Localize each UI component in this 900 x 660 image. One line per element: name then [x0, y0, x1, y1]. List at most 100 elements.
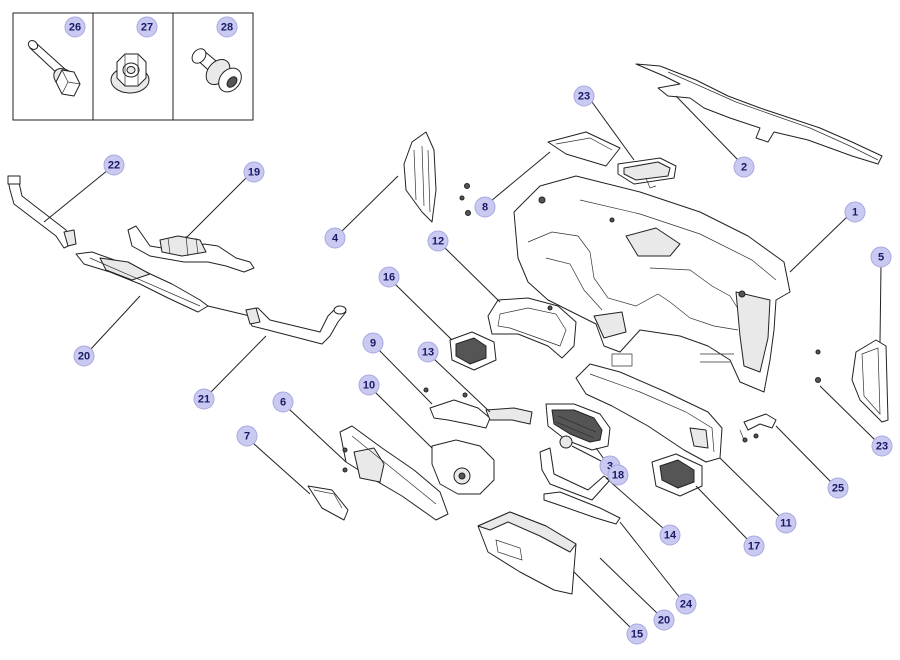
callout-circle: [474, 196, 496, 218]
callout-c25: 25: [827, 477, 849, 499]
callout-c24: 24: [675, 593, 697, 615]
callout-c9: 9: [362, 332, 384, 354]
callout-c26: 26: [64, 16, 86, 38]
callout-c5: 5: [870, 246, 892, 268]
callout-circle: [775, 512, 797, 534]
switch-knob-part-3: [559, 435, 573, 449]
center-vent-part-18: [545, 403, 611, 451]
callout-c17: 17: [743, 535, 765, 557]
callout-c4: 4: [324, 227, 346, 249]
callout-circle: [626, 623, 648, 645]
callout-c8: 8: [474, 196, 496, 218]
callout-c12: 12: [427, 230, 449, 252]
windshield-trim-part-2: [635, 63, 883, 165]
callout-number: 27: [141, 22, 153, 34]
side-cover-left-part-4: [403, 131, 437, 223]
callout-number: 11: [780, 518, 792, 530]
callout-c23a: 23: [573, 85, 595, 107]
callout-number: 16: [383, 272, 395, 284]
callout-c11: 11: [775, 512, 797, 534]
glovebox-part-15: [477, 511, 577, 595]
callout-number: 23: [578, 91, 590, 103]
callout-number: 24: [680, 599, 693, 611]
upper-garnish-part-8: [547, 131, 621, 167]
callout-circle: [573, 85, 595, 107]
callout-number: 20: [658, 615, 670, 627]
callout-circle: [675, 593, 697, 615]
callout-number: 17: [748, 541, 760, 553]
column-shroud-lower-part-10: [431, 439, 495, 495]
callout-circle: [844, 201, 866, 223]
center-fascia-part-11: [575, 363, 723, 463]
callout-c21: 21: [193, 388, 215, 410]
flange-nut-part-27: [110, 53, 150, 94]
callout-c15: 15: [626, 623, 648, 645]
fastener-inset: [12, 12, 254, 121]
screws: [342, 183, 821, 473]
callout-number: 12: [432, 236, 444, 248]
callout-circle: [659, 524, 681, 546]
callout-c18: 18: [607, 464, 629, 486]
callout-circle: [417, 341, 439, 363]
callout-number: 5: [878, 252, 884, 264]
push-clip-part-28: [191, 48, 242, 93]
air-duct-right-part-21: [245, 305, 347, 345]
callout-c27: 27: [136, 16, 158, 38]
callout-c6: 6: [272, 391, 294, 413]
side-vent-left-part-16: [449, 331, 497, 371]
callout-number: 25: [832, 483, 844, 495]
callout-circle: [243, 161, 265, 183]
callout-circle: [378, 266, 400, 288]
callout-c28: 28: [216, 16, 238, 38]
callout-circle: [653, 609, 675, 631]
callout-circle: [216, 16, 238, 38]
callout-c10: 10: [358, 374, 380, 396]
callout-circle: [733, 156, 755, 178]
callout-number: 28: [221, 22, 233, 34]
speaker-grille-part-23: [617, 157, 677, 189]
callout-circle: [362, 332, 384, 354]
callout-number: 22: [108, 160, 120, 172]
callout-number: 7: [244, 431, 250, 443]
callout-circle: [427, 230, 449, 252]
callout-number: 19: [248, 167, 260, 179]
callout-number: 6: [280, 397, 286, 409]
callout-circle: [73, 345, 95, 367]
callout-circle: [236, 425, 258, 447]
callout-number: 23: [876, 441, 888, 453]
callout-number: 13: [422, 347, 434, 359]
callout-circle: [272, 391, 294, 413]
callout-circle: [358, 374, 380, 396]
callout-circle: [743, 535, 765, 557]
callout-circle: [827, 477, 849, 499]
callout-number: 4: [332, 233, 339, 245]
callout-number: 14: [664, 530, 677, 542]
callout-c22: 22: [103, 154, 125, 176]
callout-circle: [324, 227, 346, 249]
callout-c19: 19: [243, 161, 265, 183]
callout-circle: [103, 154, 125, 176]
callout-number: 8: [482, 202, 488, 214]
callout-number: 1: [852, 207, 858, 219]
flange-bolt-part-26: [27, 40, 81, 97]
callout-c20a: 20: [73, 345, 95, 367]
callout-c1: 1: [844, 201, 866, 223]
callout-circle: [871, 435, 893, 457]
callout-circle: [136, 16, 158, 38]
fuse-cover-part-7: [307, 485, 349, 521]
column-shroud-upper-part-9: [429, 399, 491, 429]
callout-number: 20: [78, 351, 90, 363]
glovebox-stopper-part-24: [543, 491, 621, 525]
callout-number: 18: [612, 470, 624, 482]
callout-number: 15: [631, 629, 643, 641]
trim-strip-part-13: [485, 407, 533, 425]
side-vent-right-part-17: [651, 453, 703, 497]
leader-lines: [43, 95, 882, 629]
callout-c16: 16: [378, 266, 400, 288]
callout-number: 21: [198, 394, 210, 406]
callout-number: 10: [363, 380, 375, 392]
callout-c14: 14: [659, 524, 681, 546]
callout-c13: 13: [417, 341, 439, 363]
glovebox-bracket-part-14: [539, 447, 611, 501]
